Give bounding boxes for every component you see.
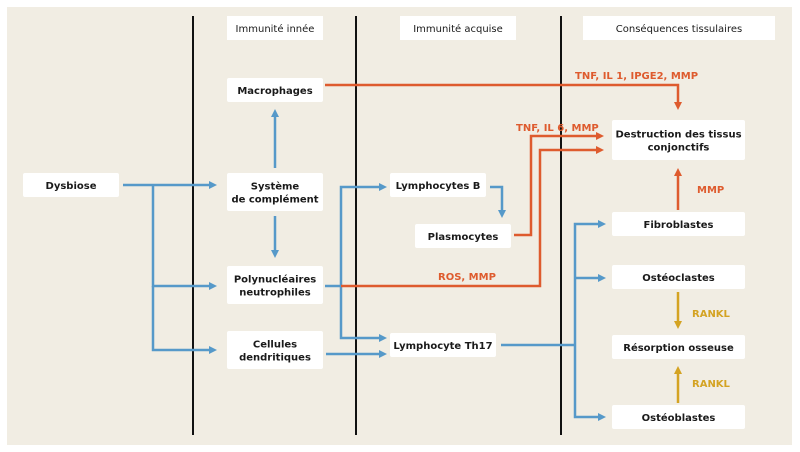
column-header-innate-label: Immunité innée [236, 23, 315, 35]
edge-dysbiose-dendritiques [151, 286, 217, 354]
node-plasmocytes: Plasmocytes [415, 224, 511, 248]
node-box [415, 224, 511, 248]
edge-plasmocytes-destruction [514, 132, 604, 237]
label-osteoclastes-rankl: RANKL [692, 309, 731, 320]
node-macrophages: Macrophages [227, 78, 323, 102]
edge-neutrophiles-lymphob [325, 183, 387, 288]
label-neutrophiles-mediators: ROS, MMP [438, 272, 496, 283]
label-osteoblastes-rankl: RANKL [692, 379, 731, 390]
node-dendritiques: Cellules dendritiques [227, 331, 323, 369]
node-box [227, 173, 323, 211]
node-label: Résorption osseuse [623, 342, 734, 354]
node-box [612, 335, 745, 359]
column-header-consequences: Conséquences tissulaires [583, 16, 775, 40]
node-box [227, 331, 323, 369]
node-fibroblastes: Fibroblastes [612, 212, 745, 236]
label-macrophages-mediators: TNF, IL 1, IPGE2, MMP [575, 71, 698, 82]
node-osteoblastes: Ostéoblastes [612, 405, 745, 429]
node-neutrophiles: Polynucléaires neutrophiles [227, 266, 323, 304]
node-lymphob: Lymphocytes B [390, 173, 486, 197]
node-osteoclastes: Ostéoclastes [612, 265, 745, 289]
node-label: Ostéoclastes [642, 272, 715, 284]
node-th17: Lymphocyte Th17 [390, 333, 496, 357]
edge-macrophages-destruction [325, 83, 682, 110]
node-label: Dysbiose [46, 181, 97, 192]
node-label: neutrophiles [239, 288, 311, 299]
edge-neutrophiles-destruction [341, 146, 604, 288]
node-resorption: Résorption osseuse [612, 335, 745, 359]
node-label: dendritiques [239, 353, 311, 364]
node-box [227, 266, 323, 304]
destruction-edges [325, 83, 682, 288]
column-header-innate: Immunité innée [227, 16, 323, 40]
node-box [390, 173, 486, 197]
node-box [612, 405, 745, 429]
label-fibroblastes-mediators: MMP [697, 185, 724, 196]
edge-dysbiose-neutrophiles [151, 185, 217, 290]
column-header-acquired-label: Immunité acquise [413, 23, 503, 35]
node-label: de complément [231, 194, 318, 206]
node-label: conjonctifs [648, 143, 710, 154]
node-label: Macrophages [237, 86, 312, 97]
node-box [390, 333, 496, 357]
node-label: Polynucléaires [234, 274, 316, 286]
edge-th17-fibroblastes [573, 220, 606, 345]
label-plasmocytes-mediators: TNF, IL 6, MMP [516, 123, 599, 134]
edge-neutrophiles-th17 [339, 286, 387, 342]
node-label: Destruction des tissus [615, 130, 741, 141]
activation-edges [123, 109, 606, 421]
node-label: Lymphocyte Th17 [393, 341, 492, 352]
node-label: Plasmocytes [428, 232, 499, 243]
node-box [612, 120, 745, 160]
node-label: Système [251, 181, 300, 193]
node-box [612, 212, 745, 236]
node-box [23, 173, 119, 197]
node-label: Lymphocytes B [396, 181, 481, 192]
node-box [227, 78, 323, 102]
column-header-acquired: Immunité acquise [400, 16, 516, 40]
node-label: Cellules [253, 340, 297, 351]
edge-th17-osteoblastes [573, 345, 606, 421]
edge-lymphob-plasmocytes [490, 185, 506, 218]
node-dysbiose: Dysbiose [23, 173, 119, 197]
node-label: Fibroblastes [643, 220, 713, 231]
column-header-consequences-label: Conséquences tissulaires [616, 23, 742, 35]
node-label: Ostéoblastes [642, 412, 716, 424]
node-box [612, 265, 745, 289]
node-destruction: Destruction des tissus conjonctifs [612, 120, 745, 160]
